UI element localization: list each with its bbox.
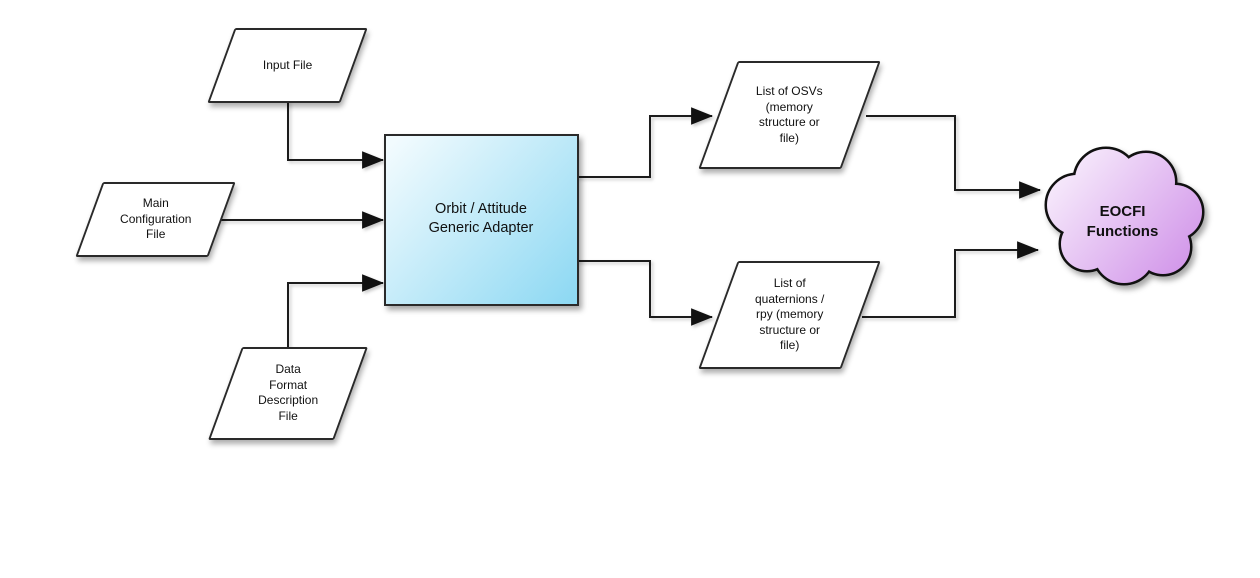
node-main-configuration-file: Main Configuration File <box>75 182 236 257</box>
cloud-fill <box>1047 149 1202 283</box>
connector-osv-list-to-eocfi <box>866 115 1042 199</box>
quaternion-list-label: List of quaternions / rpy (memory struct… <box>754 276 825 353</box>
node-eocfi-functions <box>1044 146 1205 286</box>
connector-quaternion-list-to-eocfi <box>862 241 1040 318</box>
connector-data-format-to-adapter <box>287 274 385 350</box>
adapter-label: Orbit / Attitude Generic Adapter <box>428 201 534 237</box>
connectors-group <box>220 100 1042 350</box>
connector-input-file-to-adapter <box>287 100 385 169</box>
adapter-box-shape <box>384 134 579 306</box>
connector-adapter-to-quaternion-list <box>576 260 714 326</box>
main-configuration-file-label: Main Configuration File <box>119 196 192 242</box>
data-format-description-file-label: Data Format Description File <box>257 362 319 424</box>
connector-adapter-to-osv-list <box>576 107 714 178</box>
input-file-label: Input File <box>262 57 313 72</box>
node-input-file: Input File <box>207 28 368 103</box>
eocfi-functions-label: EOCFI Functions <box>1086 203 1159 240</box>
osv-list-label: List of OSVs (memory structure or file) <box>756 83 823 145</box>
node-adapter <box>384 134 579 306</box>
